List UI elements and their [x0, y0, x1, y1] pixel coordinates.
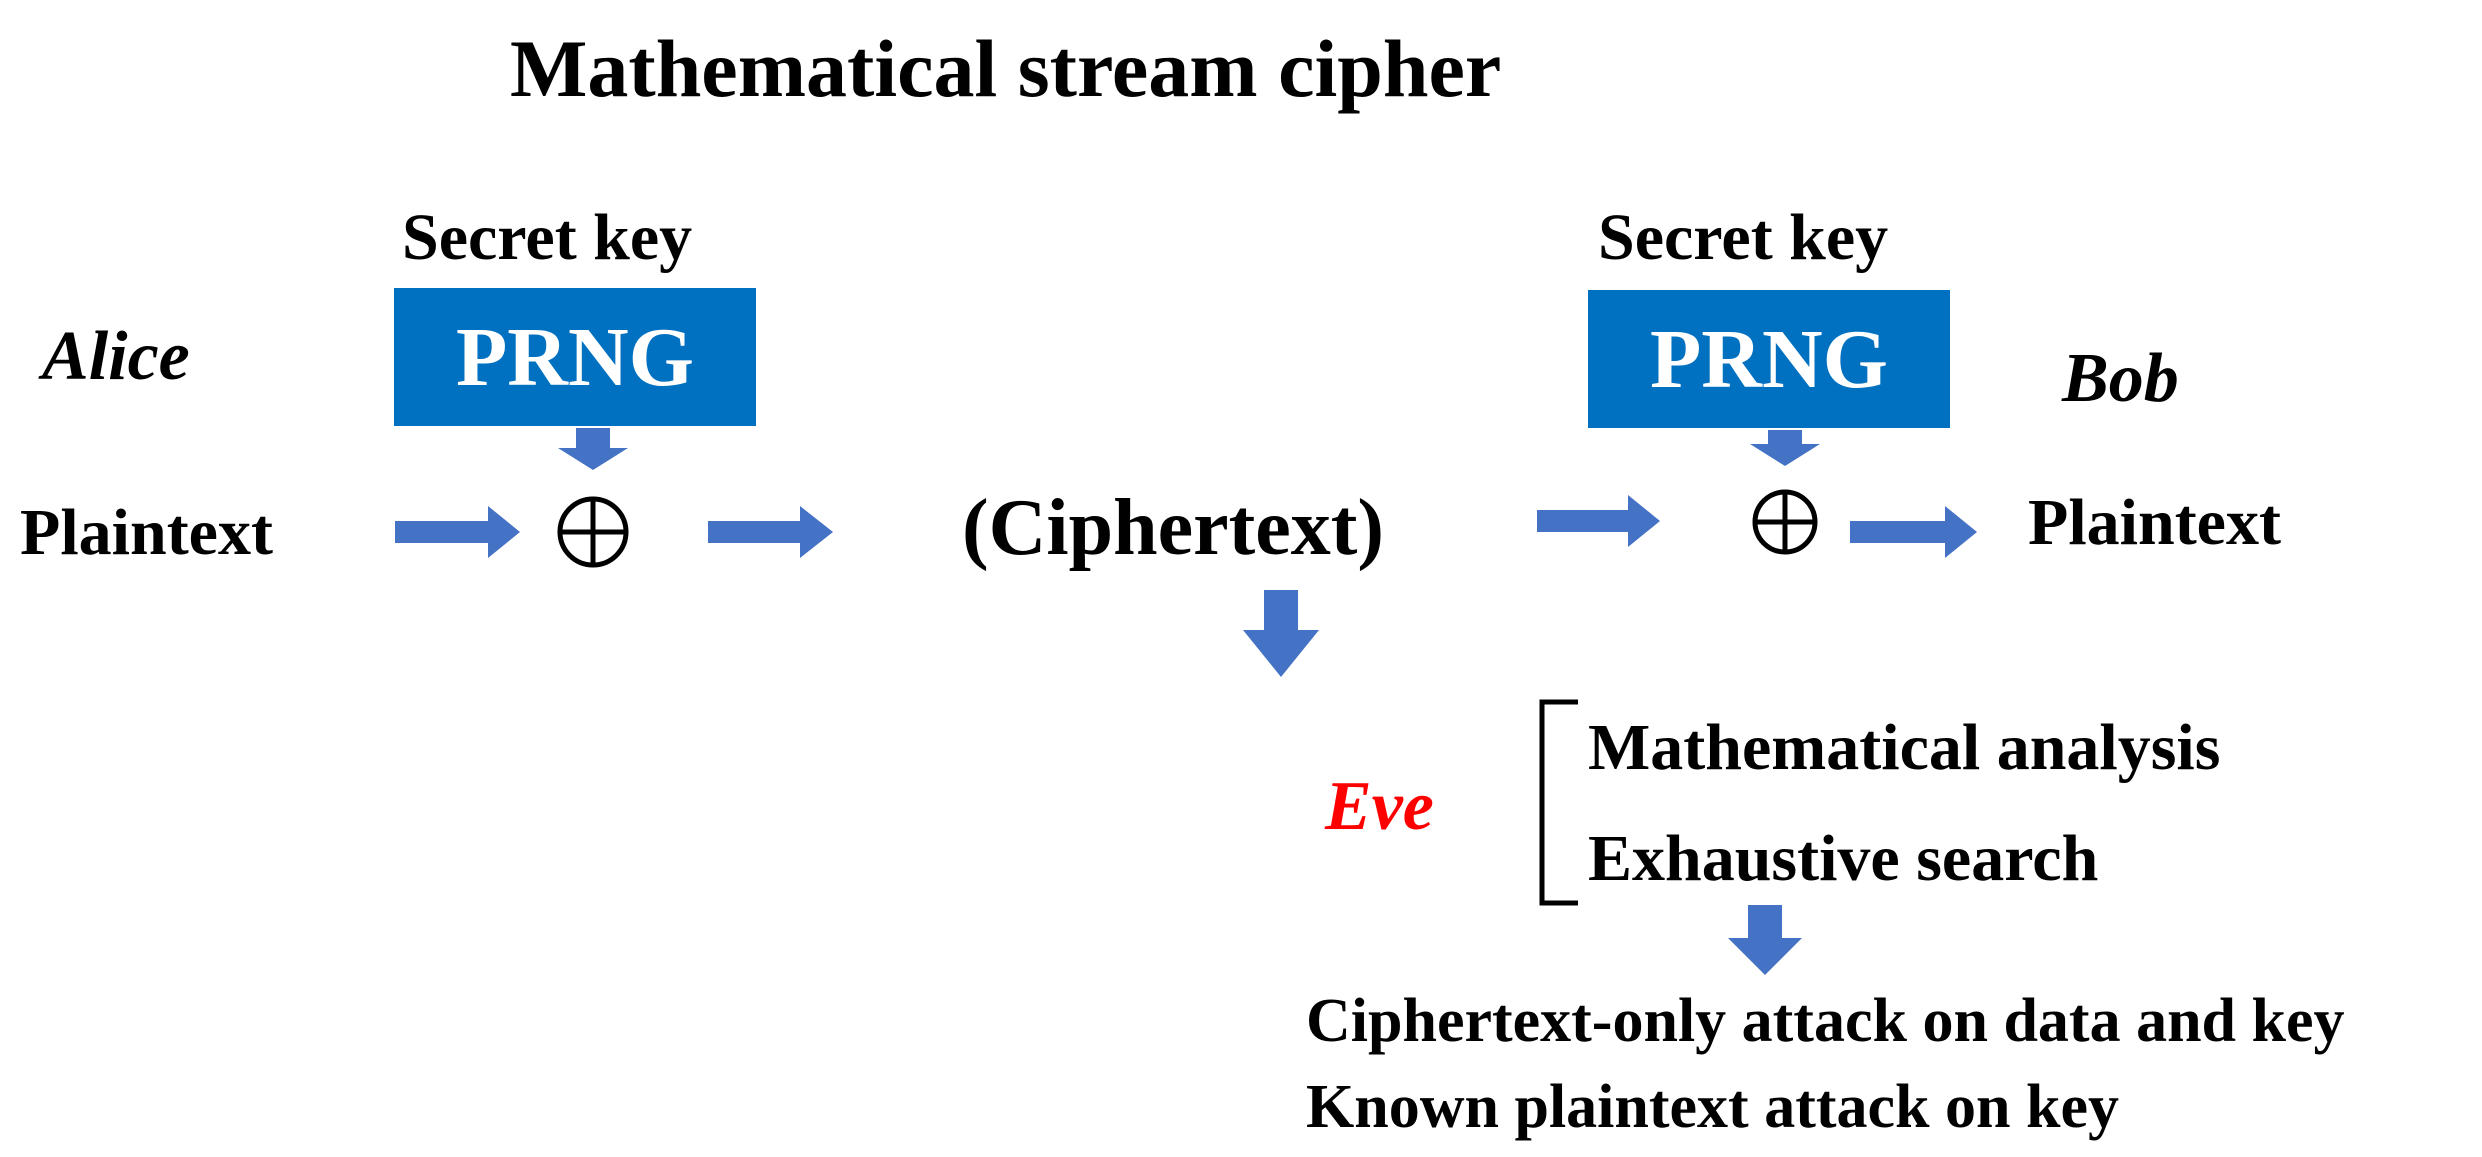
arrow-eve-to-attacks	[1728, 905, 1802, 975]
alice-prng-box: PRNG	[394, 288, 756, 426]
alice-xor-icon	[557, 496, 629, 568]
alice-plaintext-label: Plaintext	[20, 496, 273, 569]
arrow-bob-prng-to-xor	[1750, 430, 1820, 466]
eve-method-mathematical-analysis: Mathematical analysis	[1588, 711, 2221, 784]
bob-xor-icon	[1752, 489, 1818, 555]
arrow-alice-prng-to-xor	[558, 428, 628, 470]
arrow-ciphertext-to-bob-xor	[1537, 495, 1660, 547]
eve-label: Eve	[1325, 768, 1434, 845]
bob-prng-box: PRNG	[1588, 290, 1950, 428]
alice-prng-label: PRNG	[456, 310, 694, 404]
bob-label: Bob	[2062, 340, 2179, 417]
arrow-bob-xor-to-plaintext	[1850, 506, 1977, 558]
arrow-alice-plaintext-to-xor	[395, 506, 520, 558]
eve-method-exhaustive-search: Exhaustive search	[1588, 822, 2099, 895]
alice-label: Alice	[42, 318, 190, 395]
bob-prng-label: PRNG	[1650, 312, 1888, 406]
bob-secret-key-label: Secret key	[1598, 201, 1889, 274]
arrow-ciphertext-to-eve	[1243, 590, 1319, 677]
bob-plaintext-label: Plaintext	[2028, 486, 2281, 559]
arrow-alice-xor-to-ciphertext	[708, 506, 833, 558]
attack-ciphertext-only: Ciphertext-only attack on data and key	[1306, 987, 2345, 1055]
ciphertext-label: (Ciphertext)	[962, 484, 1385, 572]
attack-known-plaintext: Known plaintext attack on key	[1306, 1073, 2119, 1141]
diagram-title: Mathematical stream cipher	[510, 23, 1502, 114]
alice-secret-key-label: Secret key	[402, 201, 693, 274]
eve-bracket	[1539, 699, 1578, 906]
